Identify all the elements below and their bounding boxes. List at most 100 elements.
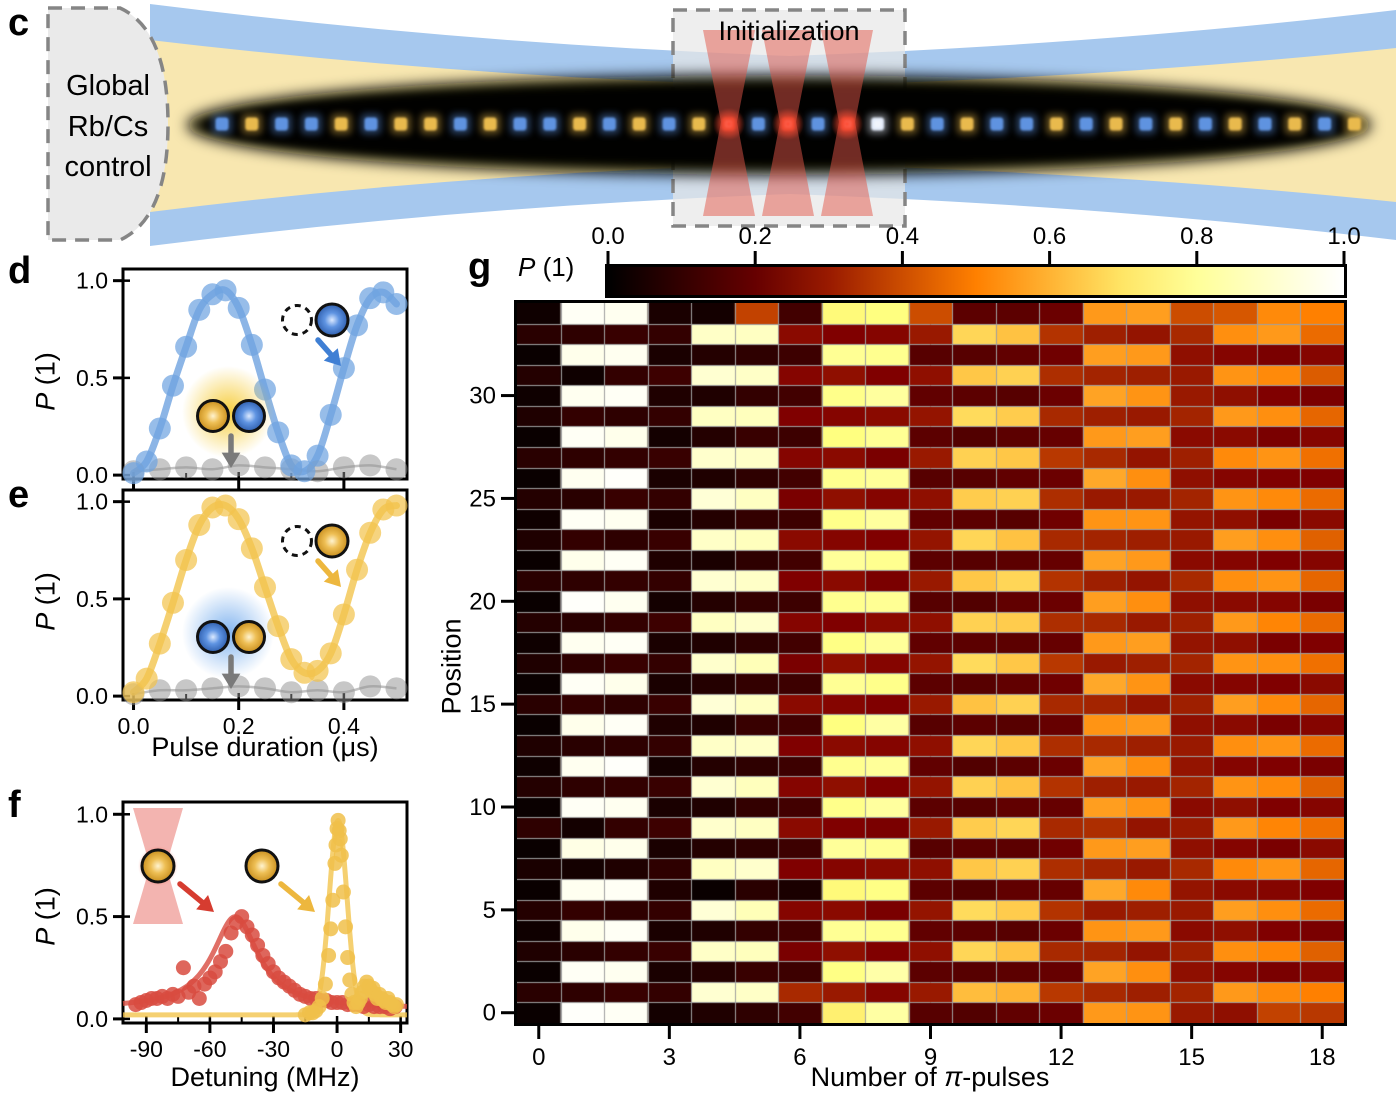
e-data-point	[372, 498, 395, 521]
blue-atom-halo	[360, 113, 382, 135]
free-yellow-point	[331, 823, 347, 839]
tick-label: 30	[469, 383, 496, 410]
blue-atom-icon	[314, 302, 350, 338]
d-data-point	[175, 335, 198, 358]
in-tweezer-red-point	[371, 999, 387, 1015]
in-tweezer-red-point	[318, 992, 334, 1008]
blue-atom	[543, 117, 557, 131]
tick-label: 1.0	[76, 268, 108, 294]
in-tweezer-red-point	[144, 990, 160, 1006]
in-tweezer-red-point	[202, 970, 218, 986]
blue-atom	[1079, 117, 1093, 131]
gray-data-point	[385, 677, 408, 700]
tweezer-atom-icon	[140, 848, 176, 884]
tick-label: 18	[1309, 1044, 1336, 1071]
in-tweezer-red-point	[292, 986, 308, 1002]
d-data-point	[385, 293, 408, 315]
tick-label: 0.8	[1180, 223, 1213, 250]
tick-label: 5	[483, 897, 496, 924]
in-tweezer-red-point	[160, 990, 176, 1006]
in-tweezer-red-point	[244, 927, 260, 943]
d-data-point	[280, 454, 303, 477]
blue-atom	[930, 117, 944, 131]
tick-label: 10	[469, 794, 496, 821]
blue-atom-icon	[196, 620, 230, 654]
in-tweezer-red-point	[265, 964, 281, 980]
free-yellow-point	[344, 986, 360, 1002]
in-tweezer-red-point	[138, 992, 154, 1008]
yellow-atom	[483, 117, 497, 131]
yellow-atom-halo	[1224, 113, 1246, 135]
in-tweezer-red-point	[197, 976, 213, 992]
yellow-atom	[334, 117, 348, 131]
blue-atom-halo	[807, 113, 829, 135]
gray-data-point	[359, 675, 382, 698]
global-control-label: Global Rb/Cs control	[64, 70, 152, 184]
panel-label-g: g	[468, 246, 492, 288]
in-tweezer-red-point	[170, 988, 186, 1004]
gray-data-point	[201, 677, 224, 700]
e-data-point	[148, 632, 171, 655]
free-yellow-point	[382, 995, 398, 1011]
atom-cloud-core	[204, 87, 1354, 163]
in-tweezer-red-point	[303, 990, 319, 1006]
gray-data-point	[122, 460, 145, 483]
d-data-point	[161, 374, 184, 397]
in-tweezer-red-point	[334, 995, 350, 1011]
free-yellow-point	[352, 990, 368, 1006]
gray-data-point	[175, 456, 198, 479]
blue-atom-halo	[1194, 113, 1216, 135]
free-yellow-point	[335, 884, 351, 900]
panel-label-e: e	[8, 474, 30, 516]
d-data-point	[135, 450, 158, 473]
free-yellow-point	[317, 976, 333, 992]
blue-atom	[215, 117, 229, 131]
e-data-point	[135, 667, 158, 690]
e-data-point	[332, 603, 355, 626]
yellow-atom	[692, 117, 706, 131]
d-data-point	[346, 314, 369, 337]
plot-frame	[121, 267, 409, 481]
d-data-point	[332, 357, 355, 380]
free-yellow-point	[329, 821, 345, 837]
in-tweezer-red-point	[387, 999, 403, 1015]
free-yellow-point	[328, 837, 344, 853]
e-data-point	[188, 514, 211, 536]
blue-atom-halo	[300, 113, 322, 135]
d-data-point	[188, 298, 211, 321]
colorbar-label: P (1)	[518, 252, 575, 282]
yellow-atom	[394, 117, 408, 131]
blue-atom	[1258, 117, 1272, 131]
e-data-point	[227, 508, 250, 531]
free-yellow-point	[311, 999, 327, 1015]
free-yellow-point	[327, 855, 343, 871]
in-tweezer-red-point	[345, 997, 361, 1013]
panel-g-xlabel: Number of π-pulses	[810, 1062, 1050, 1092]
blue-atom-halo	[747, 113, 769, 135]
d-data-point	[201, 283, 224, 306]
free-yellow-point	[357, 978, 373, 994]
panel-f-xlabel: Detuning (MHz)	[170, 1062, 360, 1092]
e-data-point	[267, 615, 290, 638]
tick-label: 25	[469, 485, 496, 512]
plot-frame	[121, 488, 409, 702]
yellow-atom	[245, 117, 259, 131]
free-yellow-point	[363, 982, 379, 998]
free-yellow-point	[323, 921, 339, 937]
yellow-atom	[424, 117, 438, 131]
e-data-point	[280, 648, 303, 671]
e-data-point	[161, 591, 184, 614]
in-tweezer-red-point	[207, 964, 223, 980]
yellow-atom	[632, 117, 646, 131]
panel-e-xlabel: Pulse duration (μs)	[151, 732, 379, 762]
in-tweezer-red-point	[165, 986, 181, 1002]
tweezer-focus-glow	[772, 108, 804, 140]
d-data-point	[359, 287, 382, 310]
e-data-point	[385, 494, 408, 517]
tick-label: -90	[130, 1036, 163, 1062]
tick-label: 0.4	[886, 223, 919, 250]
gray-data-point	[122, 683, 145, 706]
empty-site-icon	[281, 304, 313, 336]
